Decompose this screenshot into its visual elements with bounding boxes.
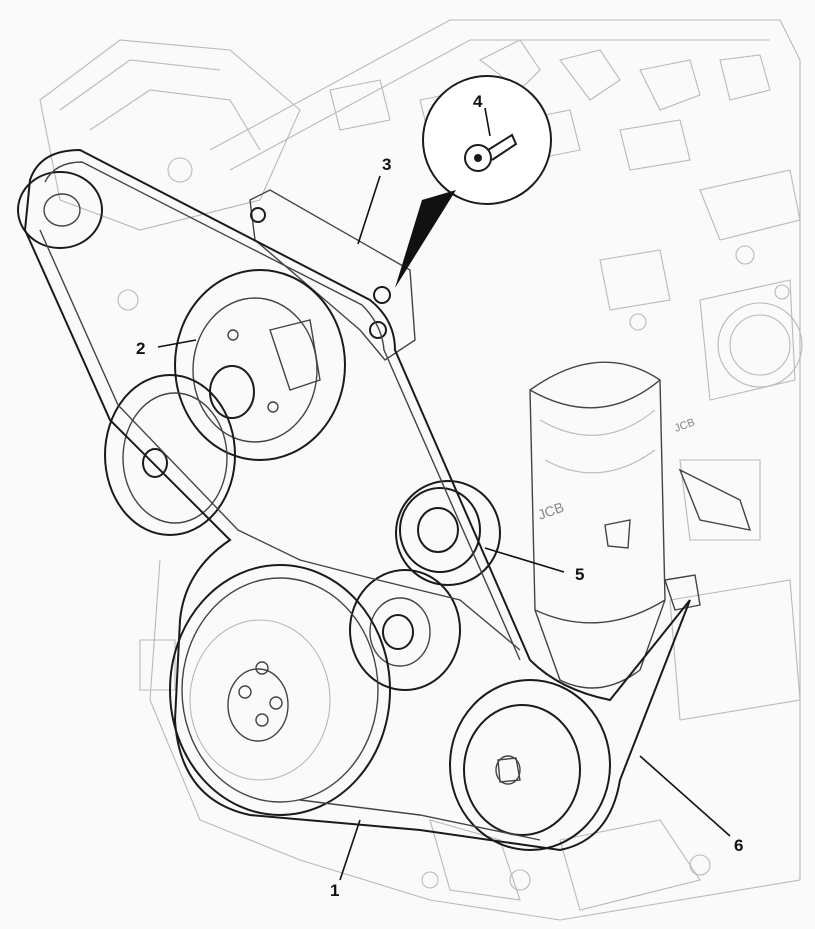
engine-block-outline	[39, 19, 803, 921]
leader-5	[484, 547, 565, 573]
callout-6: 6	[734, 836, 743, 855]
callout-2: 2	[136, 339, 145, 358]
leader-4	[484, 107, 491, 137]
alternator-pulley	[17, 171, 103, 249]
tensioner-bracket	[249, 189, 416, 361]
leader-6	[639, 755, 731, 837]
block-logo: JCB	[673, 416, 697, 434]
idler-pulley-center	[349, 569, 461, 691]
leader-3	[357, 175, 381, 245]
filter-housing: JCB JCB	[529, 361, 752, 689]
idler-pulley-left	[104, 374, 236, 536]
callout-3: 3	[382, 155, 391, 174]
drive-belt	[23, 148, 691, 852]
compressor-pulley	[449, 679, 611, 851]
callout-labels: 4 3 2 5 6 1	[136, 92, 743, 900]
crankshaft-pulley	[169, 564, 391, 816]
callout-4: 4	[473, 92, 483, 111]
leader-1	[339, 819, 361, 881]
filter-logo: JCB	[536, 499, 566, 523]
bolt-detail-bubble	[395, 75, 552, 288]
leader-lines	[157, 107, 731, 881]
callout-1: 1	[330, 881, 339, 900]
leader-2	[157, 339, 197, 348]
callout-5: 5	[575, 565, 584, 584]
tensioner-pulley	[395, 480, 501, 586]
water-pump-pulley	[174, 269, 346, 461]
